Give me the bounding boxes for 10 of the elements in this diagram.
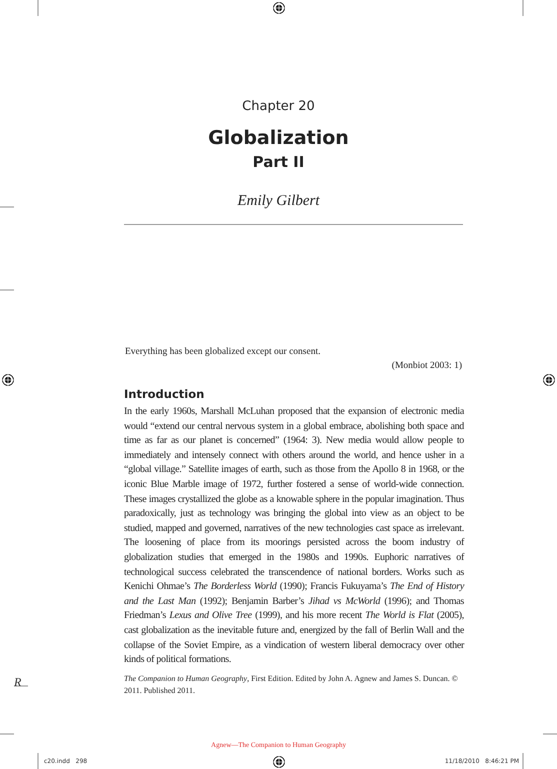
chapter-title: Globalization xyxy=(207,126,350,151)
chapter-number: Chapter 20 xyxy=(241,98,316,116)
section-heading: Introduction xyxy=(124,386,204,403)
epigraph: Everything has been globalized except our consent. xyxy=(125,346,320,359)
margin-mark: R xyxy=(14,674,22,691)
footnote: The Companion to Human Geography, First Edition. Edited by John A. Agnew and James S. Duncan. © 2011. Published 2011. xyxy=(124,673,459,697)
author-name: Emily Gilbert xyxy=(236,192,321,211)
part-heading: Part II xyxy=(252,152,306,173)
body-paragraph: In the early 1960s, Marshall McLuhan proposed that the expansion of electronic media would “extend our central nervous system in a global embrace, abolishing both space and time as far as our planet is concerned” (1964: 3). New media would allow people to immediately and intensely connect with others around the world, and hence usher in a “global village.” Satellite images of earth, such as those from the Apollo 8 in 1968, or the iconic Blue Marble image of 1972, further fostered a sense of world-wide connection. These images crystallized the globe as a knowable sphere in the popular imagination. Thus paradoxically, just as technology was bringing the global into view as an object to be studied, mapped and governed, narratives of the new technologies cast space as irrelevant. The loosening of place from its moorings persisted across the boom industry of globalization studies that emerged in the 1980s and 1990s. Euphoric narratives of technological success celebrated the transcendence of national borders. Works such as Kenichi Ohmae’s The Borderless World (1990); Francis Fukuyama’s The End of History and the Last Man (1992); Benjamin Barber’s Jihad vs McWorld (1996); and Thomas Friedman’s Lexus and Olive Tree (1999), and his more recent The World is Flat (2005), cast globalization as the inevitable future and, energized by the fall of Berlin Wall and the collapse of the Soviet Empire, as a vindication of western liberal democracy over other kinds of political formations. xyxy=(124,405,464,668)
epigraph-citation: (Monbiot 2003: 1) xyxy=(392,360,462,373)
